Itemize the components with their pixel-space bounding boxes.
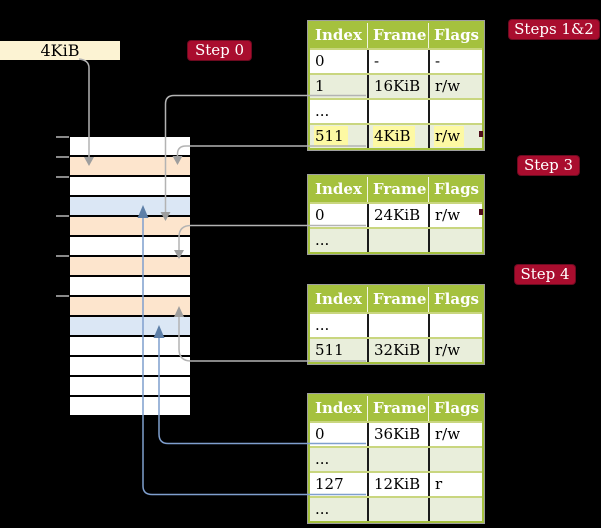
table-row: 0 - - [310, 48, 482, 73]
table-header-row: Index Frame Flags [310, 287, 482, 312]
cell-frame: 32KiB [367, 339, 428, 362]
memory-frame-row-plain [70, 335, 190, 355]
table-header-row: Index Frame Flags [310, 23, 482, 48]
active-entry-marker [479, 131, 483, 137]
cell-frame: 24KiB [367, 204, 428, 227]
cell-frame [367, 100, 428, 123]
steps-1-2-label: Steps 1&2 [509, 20, 599, 39]
cell-flags: r [428, 473, 478, 496]
memory-frame-row-plain [70, 375, 190, 395]
frame-tick [56, 176, 69, 178]
active-entry-marker [479, 209, 483, 215]
step-4-label: Step 4 [515, 265, 575, 284]
column-header-frame: Frame [367, 23, 428, 48]
cell-flags: r/w [428, 75, 478, 98]
table-header-row: Index Frame Flags [310, 177, 482, 202]
table-row-recursive-entry: 511 4KiB r/w [310, 123, 482, 148]
cell-index: ... [315, 450, 330, 468]
cell-index: 0 [315, 425, 325, 443]
table-row: 511 32KiB r/w [310, 337, 482, 362]
column-header-frame: Frame [367, 177, 428, 202]
cell-flags: r/w [428, 339, 478, 362]
page-table-step-3: Index Frame Flags 0 24KiB r/w ... [307, 174, 485, 255]
memory-frame-row-table [70, 295, 190, 315]
table-row: ... [310, 98, 482, 123]
cell-frame: - [367, 50, 428, 73]
cell-flags [428, 314, 478, 337]
memory-frame-row-plain [70, 175, 190, 195]
cell-flags [428, 448, 478, 471]
table-row: ... [310, 446, 482, 471]
column-header-flags: Flags [428, 23, 479, 48]
cell-frame [367, 498, 428, 521]
cell-flags: r/w [428, 204, 478, 227]
cell-frame [367, 314, 428, 337]
cell-index: 127 [315, 475, 344, 493]
highlighted-value: 511 [314, 126, 348, 147]
physical-memory-stack [70, 137, 190, 415]
column-header-index: Index [315, 399, 362, 417]
frame-tick [56, 255, 69, 257]
highlighted-value: r/w [434, 126, 465, 147]
column-header-flags: Flags [428, 287, 479, 312]
column-header-flags: Flags [428, 177, 479, 202]
memory-frame-row-plain [70, 137, 190, 155]
table-row: 0 24KiB r/w [310, 202, 482, 227]
page-table-step-4: Index Frame Flags ... 511 32KiB r/w [307, 284, 485, 365]
memory-frame-row-table [70, 255, 190, 275]
cell-index: ... [315, 231, 330, 249]
table-header-row: Index Frame Flags [310, 396, 482, 421]
page-table-level-top: Index Frame Flags 0 - - 1 16KiB r/w ... … [307, 20, 485, 151]
cell-index: 511 [315, 341, 344, 359]
step-0-label: Step 0 [188, 41, 251, 60]
column-header-index: Index [315, 26, 362, 44]
memory-frame-row-table [70, 155, 190, 175]
cell-flags [428, 100, 478, 123]
cell-index: ... [315, 102, 330, 120]
column-header-frame: Frame [367, 287, 428, 312]
frame-address-label: 4KiB [0, 41, 120, 60]
table-row: 1 16KiB r/w [310, 73, 482, 98]
cell-index: 511 [310, 125, 367, 148]
frame-tick [56, 295, 69, 297]
table-row: 0 36KiB r/w [310, 421, 482, 446]
cell-frame [367, 229, 428, 252]
column-header-index: Index [315, 180, 362, 198]
memory-frame-row-plain [70, 235, 190, 255]
highlighted-value: 4KiB [373, 126, 415, 147]
memory-frame-row-table [70, 215, 190, 235]
cell-index: ... [315, 316, 330, 334]
cell-index: 0 [315, 206, 325, 224]
cell-frame [367, 448, 428, 471]
memory-frame-row-plain [70, 275, 190, 295]
cell-flags [428, 498, 478, 521]
table-row: ... [310, 496, 482, 521]
cell-frame: 4KiB [367, 125, 428, 148]
cell-index: 0 [315, 52, 325, 70]
step-3-label: Step 3 [518, 156, 579, 175]
frame-tick [56, 136, 69, 138]
column-header-flags: Flags [428, 396, 479, 421]
memory-frame-row-plain [70, 395, 190, 415]
column-header-index: Index [315, 290, 362, 308]
memory-frame-row-data [70, 195, 190, 215]
table-row: 127 12KiB r [310, 471, 482, 496]
memory-frame-row-plain [70, 355, 190, 375]
cell-flags: r/w [428, 125, 478, 148]
table-row: ... [310, 227, 482, 252]
table-row: ... [310, 312, 482, 337]
column-header-frame: Frame [367, 396, 428, 421]
cell-frame: 12KiB [367, 473, 428, 496]
cell-frame: 36KiB [367, 423, 428, 446]
cell-flags [428, 229, 478, 252]
cell-flags: r/w [428, 423, 478, 446]
memory-frame-row-data [70, 315, 190, 335]
cell-frame: 16KiB [367, 75, 428, 98]
frame-tick [56, 215, 69, 217]
cell-index: 1 [315, 77, 325, 95]
cell-flags: - [428, 50, 478, 73]
cell-index: ... [315, 500, 330, 518]
page-table-final-level: Index Frame Flags 0 36KiB r/w ... 127 12… [307, 393, 485, 524]
frame-tick [56, 156, 69, 158]
